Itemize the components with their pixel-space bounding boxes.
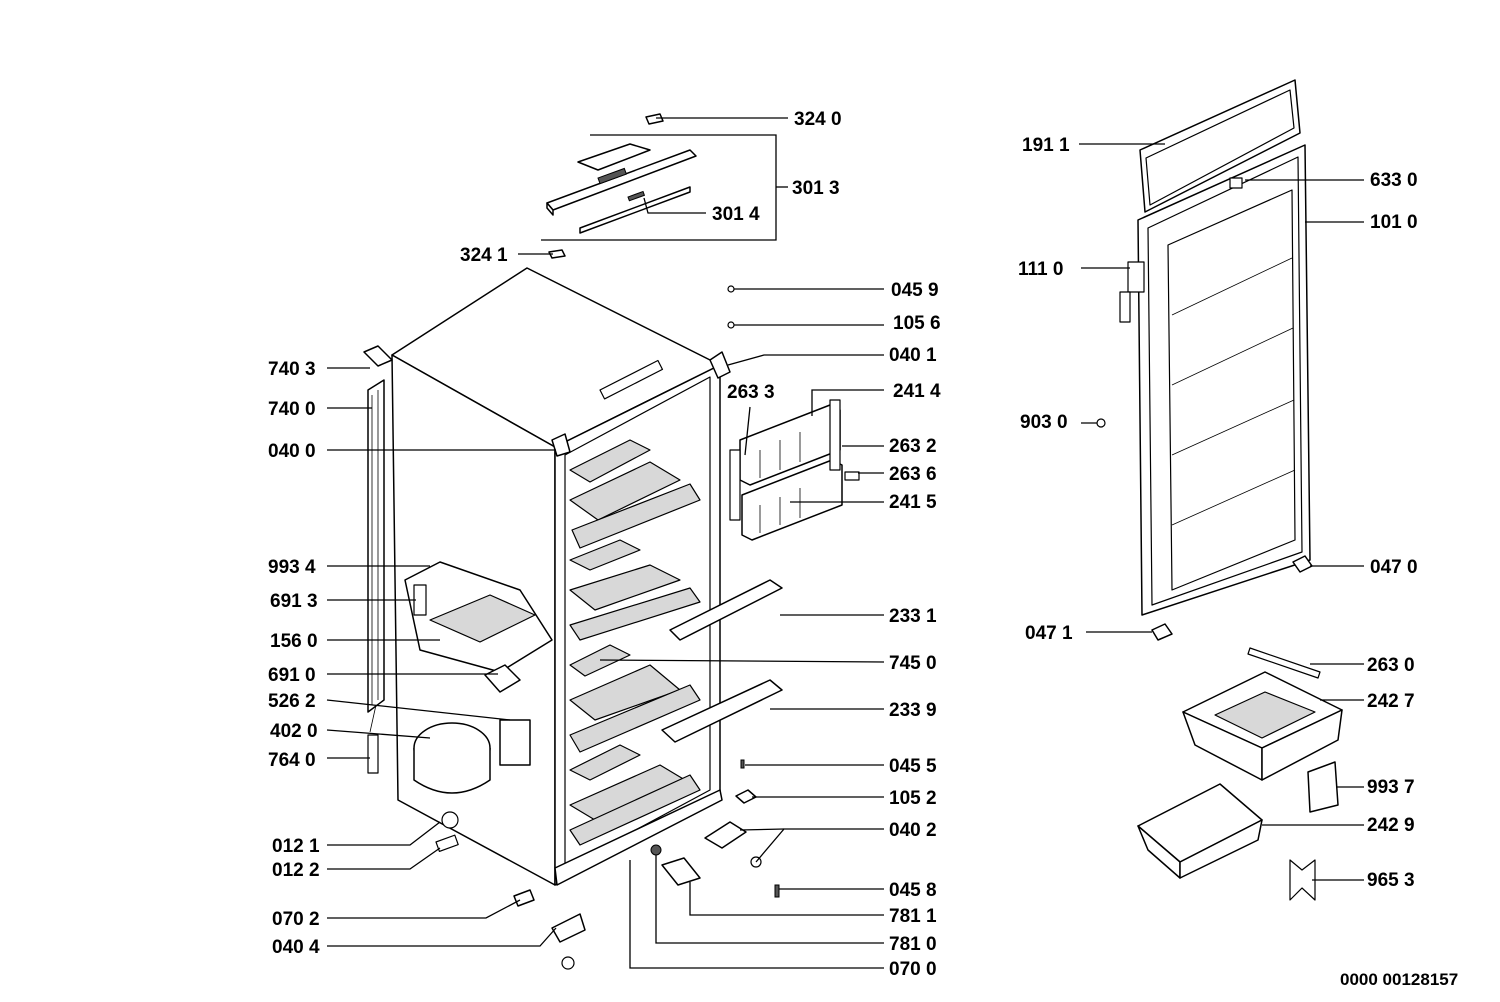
- label-324-1: 324 1: [460, 245, 508, 266]
- label-045-5: 045 5: [889, 756, 937, 777]
- label-263-3: 263 3: [727, 382, 775, 403]
- label-070-2: 070 2: [272, 909, 320, 930]
- label-242-7: 242 7: [1367, 691, 1415, 712]
- label-263-2: 263 2: [889, 436, 937, 457]
- door-bar-upper: [669, 579, 783, 641]
- label-191-1: 191 1: [1022, 135, 1070, 156]
- dryer: [367, 734, 379, 774]
- label-040-0: 040 0: [268, 441, 316, 462]
- part-labels: 324 0 301 3 301 4 324 1 045 9 105 6 040 …: [268, 109, 1458, 989]
- label-781-1: 781 1: [889, 906, 937, 927]
- label-156-0: 156 0: [270, 631, 318, 652]
- relay-box: [499, 719, 531, 766]
- foot-plate: [513, 889, 535, 907]
- label-105-2: 105 2: [889, 788, 937, 809]
- label-301-4: 301 4: [712, 204, 760, 225]
- label-764-0: 764 0: [268, 750, 316, 771]
- door-racks: [729, 399, 860, 541]
- label-740-0: 740 0: [268, 399, 316, 420]
- label-101-0: 101 0: [1370, 212, 1418, 233]
- label-047-0: 047 0: [1370, 557, 1418, 578]
- label-105-6: 105 6: [893, 313, 941, 334]
- evaporator-tray: [404, 561, 553, 693]
- door-hinge: [1127, 261, 1145, 293]
- label-263-6: 263 6: [889, 464, 937, 485]
- label-745-0: 745 0: [889, 653, 937, 674]
- label-040-4: 040 4: [272, 937, 320, 958]
- label-691-0: 691 0: [268, 665, 316, 686]
- label-965-3: 965 3: [1367, 870, 1415, 891]
- label-233-1: 233 1: [889, 606, 937, 627]
- label-241-5: 241 5: [889, 492, 937, 513]
- label-070-0: 070 0: [889, 959, 937, 980]
- label-040-1: 040 1: [889, 345, 937, 366]
- label-781-0: 781 0: [889, 934, 937, 955]
- label-241-4: 241 4: [893, 381, 941, 402]
- label-045-9: 045 9: [891, 280, 939, 301]
- top-left-hinge: [551, 433, 571, 457]
- compressor: [367, 719, 531, 852]
- label-242-9: 242 9: [1367, 815, 1415, 836]
- label-993-7: 993 7: [1367, 777, 1415, 798]
- door-handle-cap: [1229, 177, 1243, 189]
- drawers: [1137, 647, 1343, 901]
- label-047-1: 047 1: [1025, 623, 1073, 644]
- door-bar-lower: [661, 679, 783, 743]
- label-526-2: 526 2: [268, 691, 316, 712]
- label-012-2: 012 2: [272, 860, 320, 881]
- label-402-0: 402 0: [270, 721, 318, 742]
- bottom-bracket: [551, 913, 586, 943]
- label-045-8: 045 8: [889, 880, 937, 901]
- door: [1119, 79, 1311, 616]
- label-633-0: 633 0: [1370, 170, 1418, 191]
- control-panel-assembly: [546, 113, 697, 259]
- label-301-3: 301 3: [792, 178, 840, 199]
- label-263-0: 263 0: [1367, 655, 1415, 676]
- label-903-0: 903 0: [1020, 412, 1068, 433]
- label-233-9: 233 9: [889, 700, 937, 721]
- label-324-0: 324 0: [794, 109, 842, 130]
- label-691-3: 691 3: [270, 591, 318, 612]
- condenser: [363, 345, 393, 733]
- label-012-1: 012 1: [272, 836, 320, 857]
- label-740-3: 740 3: [268, 359, 316, 380]
- top-hinge: [709, 351, 731, 379]
- label-111-0: 111 0: [1018, 259, 1063, 280]
- document-reference-number: 0000 00128157: [1340, 970, 1458, 989]
- vent-grille: [661, 857, 701, 886]
- label-040-2: 040 2: [889, 820, 937, 841]
- label-993-4: 993 4: [268, 557, 316, 578]
- wire-shelves: [569, 439, 701, 846]
